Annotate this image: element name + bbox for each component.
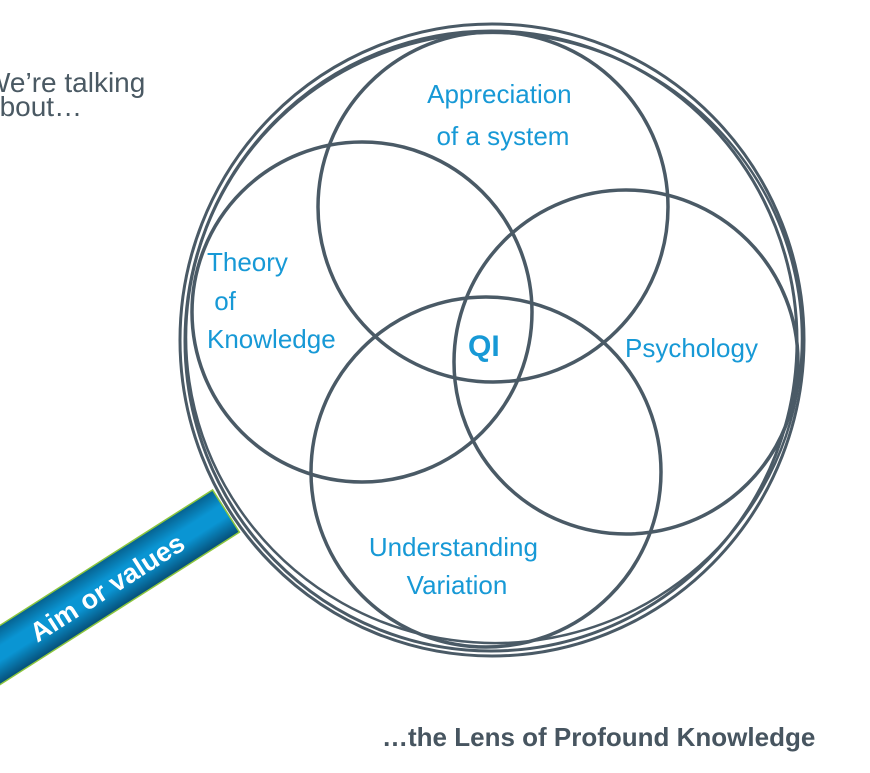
label-psychology-line-1: Psychology xyxy=(625,333,758,363)
label-knowledge-line-2: of xyxy=(207,286,237,316)
lens-rim-stroke xyxy=(178,22,806,658)
label-variation: Understanding Variation xyxy=(369,532,545,600)
handle-label: Aim or values xyxy=(24,528,189,648)
label-knowledge-line-1: Theory xyxy=(207,247,288,277)
handle-bar xyxy=(0,488,241,711)
label-knowledge: Theory of Knowledge xyxy=(207,247,336,354)
label-knowledge-line-3: Knowledge xyxy=(207,324,336,354)
label-variation-line-1: Understanding xyxy=(369,532,538,562)
lens-handle: Aim or values xyxy=(0,488,241,711)
circle-knowledge xyxy=(190,140,534,484)
circle-psychology xyxy=(452,188,800,536)
label-appreciation: Appreciation of a system xyxy=(427,79,579,151)
center-label-qi: QI xyxy=(468,330,500,363)
intro-line-2: about… xyxy=(0,91,83,122)
caption: …the Lens of Profound Knowledge xyxy=(382,722,816,752)
label-appreciation-line-2: of a system xyxy=(437,121,570,151)
label-variation-line-2: Variation xyxy=(407,570,508,600)
intro-line-1: We’re talking xyxy=(0,67,146,98)
intro-text: We’re talking about… xyxy=(0,69,145,122)
circle-variation xyxy=(309,295,663,649)
circle-appreciation xyxy=(316,30,670,384)
label-psychology: Psychology xyxy=(625,333,758,363)
label-appreciation-line-1: Appreciation xyxy=(427,79,572,109)
